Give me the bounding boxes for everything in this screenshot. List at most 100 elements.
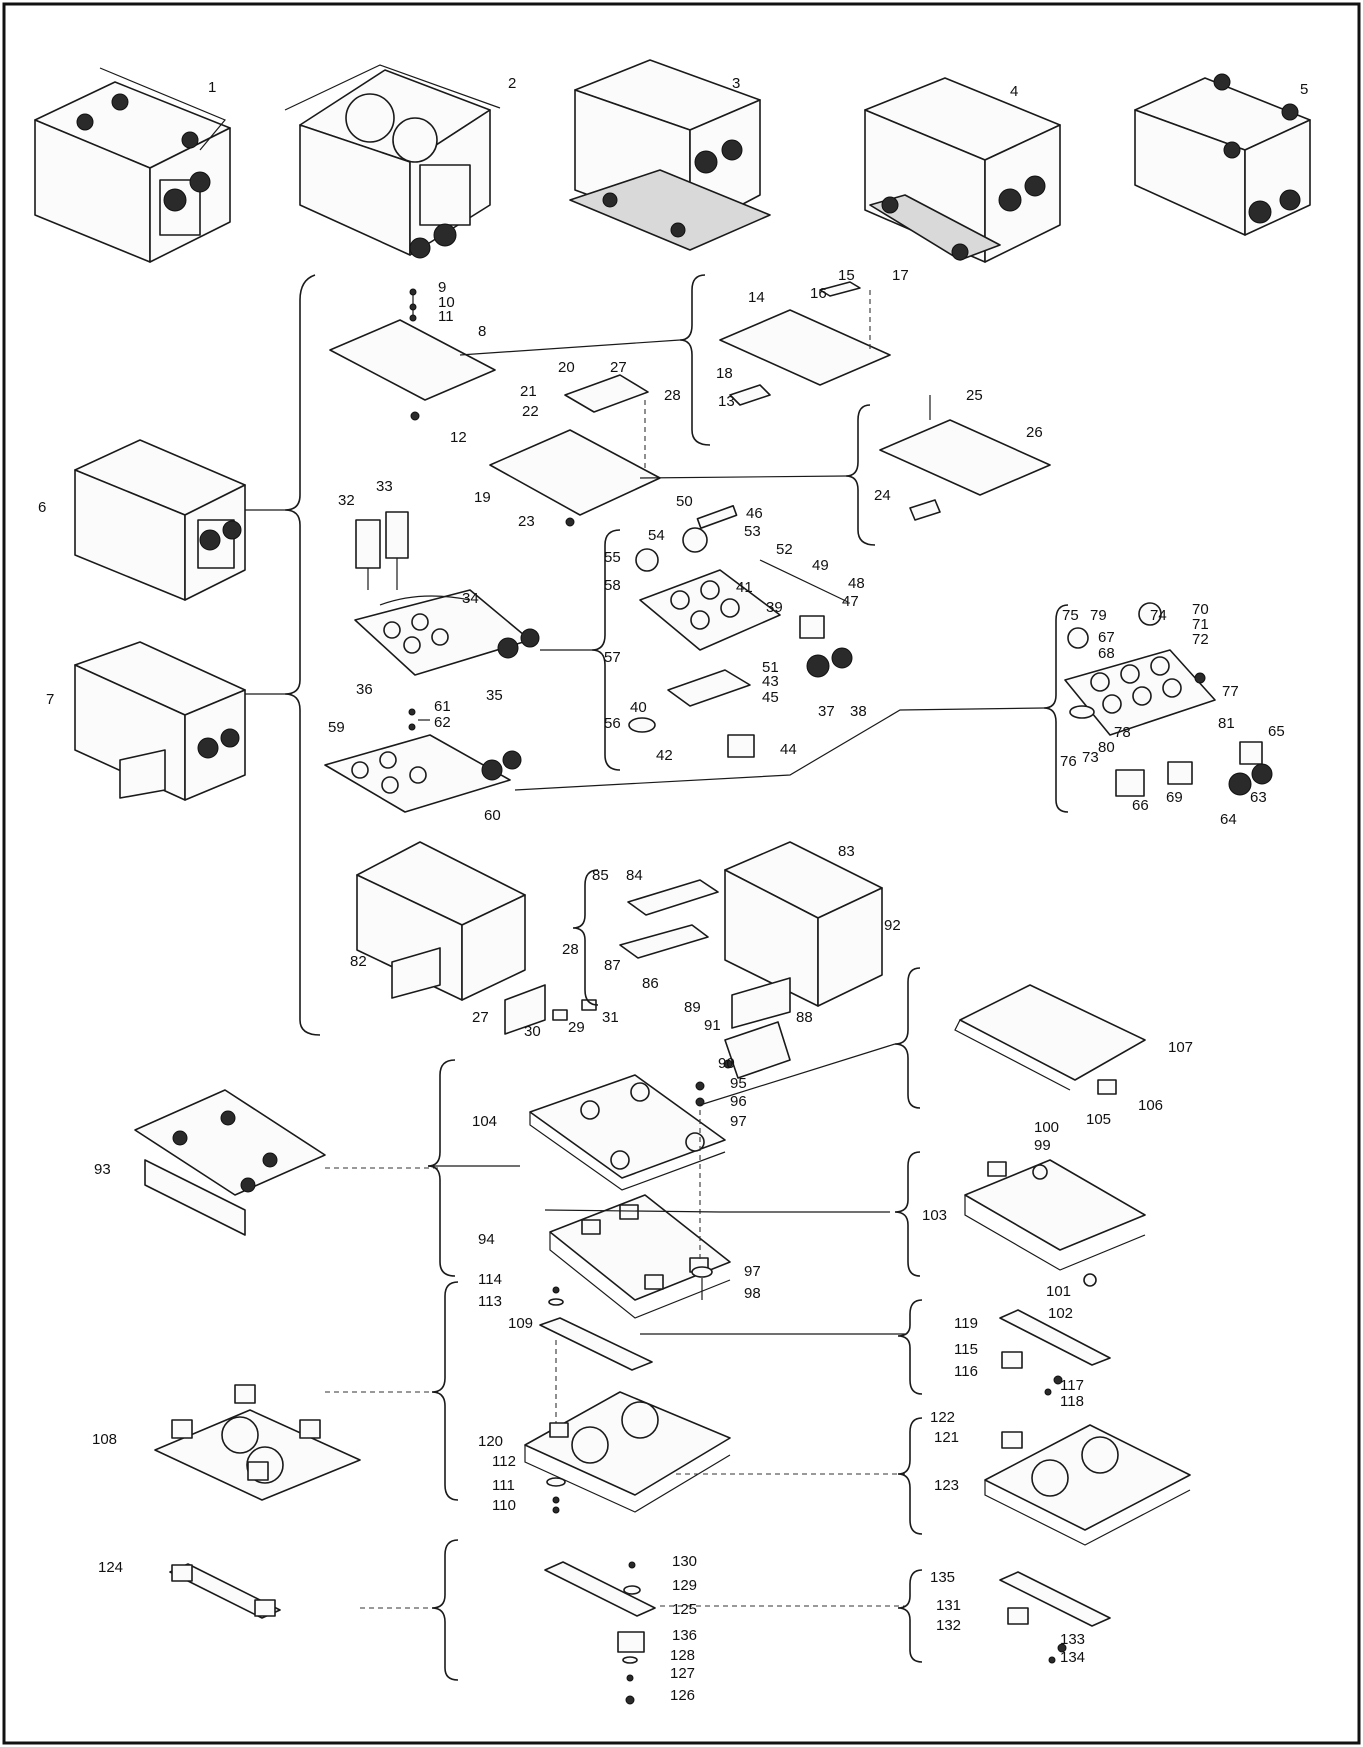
callout-74: 74 (1150, 607, 1167, 624)
rail-124 (169, 1563, 440, 1619)
assembly-7 (74, 641, 246, 801)
callout-20: 20 (558, 359, 575, 376)
callout-46: 46 (746, 505, 763, 522)
brace-108 (431, 1281, 459, 1501)
chassis-34 (354, 511, 540, 676)
callout-44: 44 (780, 741, 797, 758)
callout-104: 104 (472, 1113, 497, 1130)
callout-67: 67 (1098, 629, 1115, 646)
brace-covers-b (845, 404, 876, 546)
callout-96: 96 (730, 1093, 747, 1110)
callout-125: 125 (672, 1601, 697, 1618)
callout-100: 100 (1034, 1119, 1059, 1136)
callout-69: 69 (1166, 789, 1183, 806)
callout-94: 94 (478, 1231, 495, 1248)
callout-34: 34 (462, 590, 479, 607)
callout-73: 73 (1082, 749, 1099, 766)
assembly-4 (864, 77, 1061, 263)
callout-106: 106 (1138, 1097, 1163, 1114)
callout-105: 105 (1086, 1111, 1111, 1128)
mount-94 (549, 1110, 890, 1319)
callout-124: 124 (98, 1559, 123, 1576)
callout-62: 62 (434, 714, 451, 731)
callout-40: 40 (630, 699, 647, 716)
callout-118: 118 (1060, 1393, 1084, 1410)
callout-68: 68 (1098, 645, 1115, 662)
assembly-6 (74, 439, 246, 601)
callout-70: 70 (1192, 601, 1209, 618)
callout-119: 119 (954, 1315, 978, 1332)
brace-main (284, 274, 321, 1036)
callout-27: 27 (610, 359, 627, 376)
callout-132: 132 (936, 1617, 961, 1634)
callout-80: 80 (1098, 739, 1115, 756)
callout-52: 52 (776, 541, 793, 558)
case-92 (619, 841, 883, 1079)
callout-26: 26 (1026, 424, 1043, 441)
brace-right (1043, 604, 1069, 813)
callout-32: 32 (338, 492, 355, 509)
mount-120 (524, 1391, 905, 1514)
callout-115: 115 (954, 1341, 978, 1358)
rail-125 (544, 1561, 905, 1705)
callout-103: 103 (922, 1207, 947, 1224)
callout-17: 17 (892, 267, 909, 284)
chassis-59 (324, 708, 522, 813)
callout-85: 85 (592, 867, 609, 884)
callout-47: 47 (842, 593, 859, 610)
callout-3: 3 (732, 75, 740, 92)
callout-23: 23 (518, 513, 535, 530)
cover-19 (489, 374, 661, 527)
callout-33: 33 (376, 478, 393, 495)
callout-45: 45 (762, 689, 779, 706)
callout-10: 10 (438, 294, 455, 311)
callout-93: 93 (94, 1161, 111, 1178)
callout-134: 134 (1060, 1649, 1085, 1666)
case-82 (356, 841, 597, 1035)
callout-101: 101 (1046, 1283, 1071, 1300)
callout-110: 110 (492, 1497, 516, 1514)
callout-49: 49 (812, 557, 829, 574)
callout-113: 113 (478, 1293, 502, 1310)
callout-102: 102 (1048, 1305, 1073, 1322)
callout-50: 50 (676, 493, 693, 510)
callout-16: 16 (810, 285, 827, 302)
callout-29: 29 (568, 1019, 585, 1036)
callout-30: 30 (524, 1023, 541, 1040)
callout-92: 92 (884, 917, 901, 934)
callout-11: 11 (438, 308, 454, 325)
callout-98: 98 (744, 1285, 761, 1302)
callout-122: 122 (930, 1409, 955, 1426)
plate-119 (999, 1309, 1111, 1396)
callout-12: 12 (450, 429, 467, 446)
assembly-1 (34, 67, 231, 263)
callout-60: 60 (484, 807, 501, 824)
callout-84: 84 (626, 867, 643, 884)
callout-97: 97 (744, 1263, 761, 1280)
rail-135 (999, 1571, 1111, 1664)
callout-56: 56 (604, 715, 621, 732)
callout-54: 54 (648, 527, 665, 544)
callout-123: 123 (934, 1477, 959, 1494)
callout-7: 7 (46, 691, 54, 708)
brace-123 (897, 1417, 923, 1535)
callout-43: 43 (762, 673, 779, 690)
callout-129: 129 (672, 1577, 697, 1594)
callout-108: 108 (92, 1431, 117, 1448)
callout-75: 75 (1062, 607, 1079, 624)
callout-13: 13 (718, 393, 735, 410)
mount-107 (954, 984, 1146, 1095)
callout-19: 19 (474, 489, 491, 506)
callout-87: 87 (604, 957, 621, 974)
brace-covers-a (679, 274, 711, 446)
callout-38: 38 (850, 703, 867, 720)
callout-136: 136 (672, 1627, 697, 1644)
callout-28: 28 (562, 941, 579, 958)
callout-53: 53 (744, 523, 761, 540)
callout-82: 82 (350, 953, 367, 970)
callout-135: 135 (930, 1569, 955, 1586)
callout-71: 71 (1192, 616, 1209, 633)
callout-48: 48 (848, 575, 865, 592)
